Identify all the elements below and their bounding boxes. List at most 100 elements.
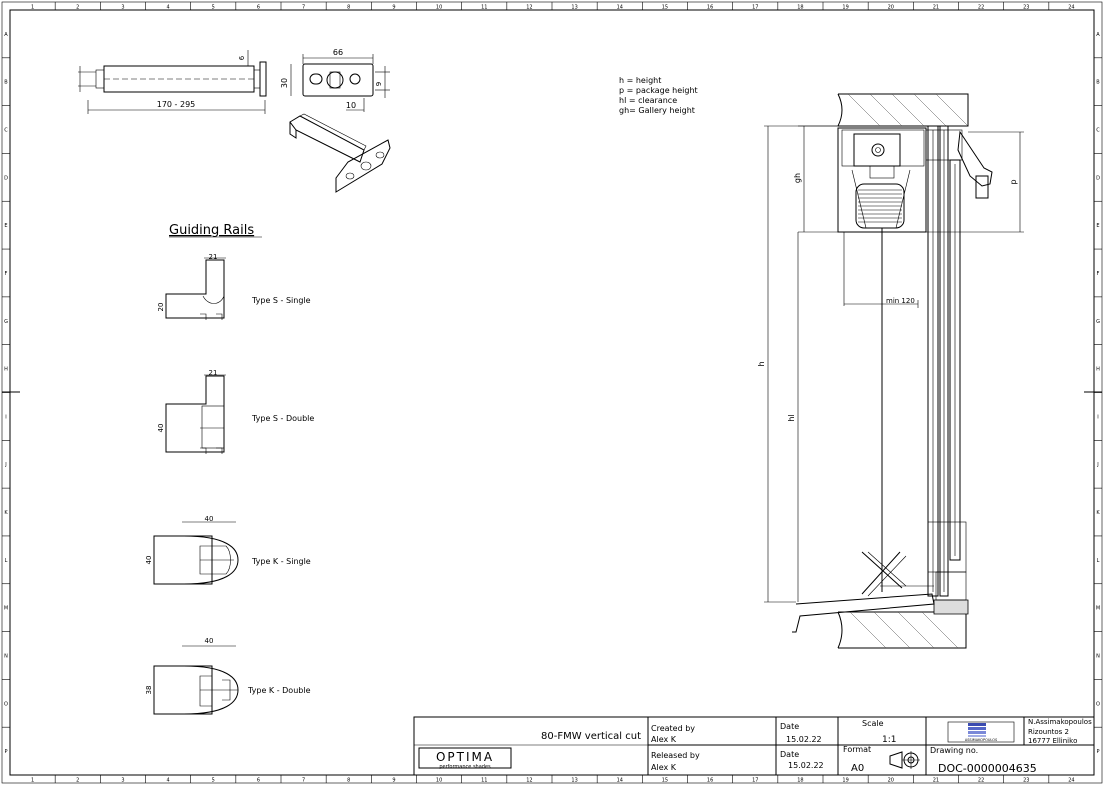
row-marker-left: J <box>4 462 6 468</box>
column-marker-top: 9 <box>392 5 395 11</box>
k-double-label: Type K - Double <box>247 686 311 695</box>
column-marker-top: 16 <box>707 5 713 11</box>
row-marker-left: K <box>4 510 8 516</box>
column-marker-top: 8 <box>347 5 350 11</box>
column-marker-top: 19 <box>842 5 848 11</box>
column-marker-bottom: 9 <box>392 778 395 784</box>
guiding-rails-title: Guiding Rails <box>169 223 254 238</box>
row-marker-right: J <box>1096 462 1098 468</box>
row-marker-right: E <box>1096 223 1099 229</box>
column-marker-bottom: 3 <box>121 778 124 784</box>
drawing-no-value: DOC-0000004635 <box>938 762 1037 775</box>
column-marker-bottom: 24 <box>1068 778 1074 784</box>
scale-label: Scale <box>862 719 884 728</box>
drawing-no-label: Drawing no. <box>930 746 978 755</box>
column-marker-top: 23 <box>1023 5 1029 11</box>
s-single-label: Type S - Single <box>251 296 311 305</box>
row-marker-right: H <box>1096 367 1100 373</box>
row-marker-right: M <box>1096 606 1100 612</box>
column-marker-bottom: 2 <box>76 778 79 784</box>
s-double-label: Type S - Double <box>251 414 314 423</box>
column-marker-bottom: 16 <box>707 778 713 784</box>
row-marker-left: G <box>4 319 8 325</box>
s-single-width: 21 <box>209 253 218 261</box>
column-marker-bottom: 19 <box>842 778 848 784</box>
row-marker-left: F <box>5 271 8 277</box>
k-single-label: Type K - Single <box>251 557 311 566</box>
column-marker-bottom: 7 <box>302 778 305 784</box>
inner-border <box>9 9 1095 776</box>
row-marker-left: C <box>4 128 8 134</box>
column-marker-top: 4 <box>166 5 169 11</box>
column-marker-top: 15 <box>662 5 668 11</box>
hole-dim: 9 <box>375 82 383 86</box>
row-marker-left: L <box>5 558 8 564</box>
k-double-height: 38 <box>145 686 153 695</box>
column-marker-top: 24 <box>1068 5 1074 11</box>
company-line-1: N.Assimakopoulos <box>1028 718 1092 726</box>
optima-logo-text: OPTIMA <box>436 750 494 764</box>
rail-type-k-double: 40 38 Type K - Double <box>145 637 311 715</box>
column-marker-top: 22 <box>978 5 984 11</box>
column-marker-bottom: 4 <box>166 778 169 784</box>
column-marker-bottom: 1 <box>31 778 34 784</box>
column-marker-bottom: 22 <box>978 778 984 784</box>
row-marker-right: F <box>1097 271 1100 277</box>
column-marker-bottom: 23 <box>1023 778 1029 784</box>
row-marker-left: D <box>4 175 8 181</box>
bracket-plate-view: 66 30 9 10 <box>280 48 390 112</box>
created-by-label: Created by <box>651 724 695 733</box>
legend-package-height: p = package height <box>619 86 698 95</box>
k-single-height: 40 <box>145 556 153 565</box>
released-date-label: Date <box>780 750 799 759</box>
company-logo: ASSIMAKOPOULOS <box>947 721 1015 743</box>
column-marker-top: 17 <box>752 5 758 11</box>
rod-diameter-dim: 6 <box>238 55 246 60</box>
s-double-width: 21 <box>209 369 218 377</box>
column-marker-top: 2 <box>76 5 79 11</box>
created-date-label: Date <box>780 722 799 731</box>
row-marker-right: A <box>1096 32 1100 38</box>
dim-gallery-height: gh <box>793 173 802 183</box>
column-marker-bottom: 6 <box>257 778 260 784</box>
projection-symbol-icon <box>889 751 920 769</box>
column-marker-top: 20 <box>888 5 894 11</box>
column-markers: 1122334455667788991010111112121313141415… <box>31 2 1075 784</box>
title-block: OPTIMA performance shades 80-FMW vertica… <box>413 716 1095 776</box>
bracket-isometric-view <box>289 113 391 193</box>
column-marker-bottom: 13 <box>571 778 577 784</box>
slot-dim: 10 <box>346 101 356 110</box>
company-line-2: Rizountos 2 <box>1028 728 1069 736</box>
created-by-value: Alex K <box>651 735 677 744</box>
dim-min: min 120 <box>886 297 915 305</box>
row-marker-left: A <box>4 32 8 38</box>
vertical-section-drawing: gh p h hl min 120 <box>757 93 1024 649</box>
column-marker-top: 14 <box>617 5 623 11</box>
dim-clearance: hl <box>787 414 796 421</box>
scale-value: 1:1 <box>882 735 896 745</box>
company-logo-text: ASSIMAKOPOULOS <box>965 738 998 742</box>
optima-logo-subtext: performance shades <box>439 764 491 770</box>
format-label: Format <box>843 745 871 754</box>
column-marker-top: 7 <box>302 5 305 11</box>
row-marker-right: I <box>1097 414 1098 420</box>
column-marker-top: 6 <box>257 5 260 11</box>
dimension-legend: h = height p = package height hl = clear… <box>619 76 698 115</box>
s-single-height: 20 <box>157 303 165 312</box>
k-single-width: 40 <box>205 515 214 523</box>
column-marker-bottom: 18 <box>797 778 803 784</box>
column-marker-top: 3 <box>121 5 124 11</box>
optima-logo <box>418 747 512 769</box>
column-marker-top: 5 <box>212 5 215 11</box>
column-marker-bottom: 12 <box>526 778 532 784</box>
rail-type-k-single: 40 40 Type K - Single <box>145 515 311 585</box>
row-marker-left: B <box>4 80 8 86</box>
released-date-value: 15.02.22 <box>788 761 824 770</box>
column-marker-top: 11 <box>481 5 487 11</box>
column-marker-bottom: 10 <box>436 778 442 784</box>
column-marker-bottom: 14 <box>617 778 623 784</box>
legend-height: h = height <box>619 76 661 85</box>
column-marker-bottom: 8 <box>347 778 350 784</box>
column-marker-bottom: 20 <box>888 778 894 784</box>
